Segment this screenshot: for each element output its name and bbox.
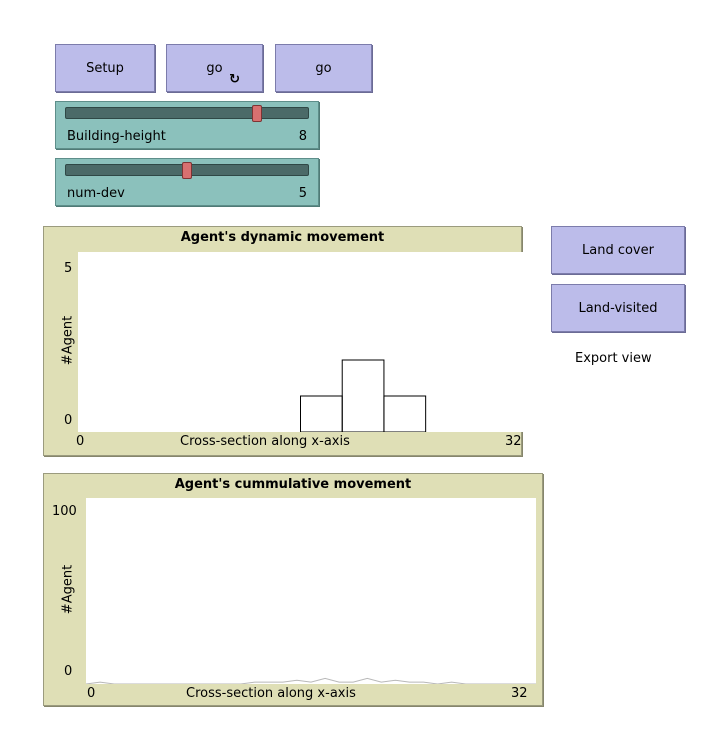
- land-cover-button[interactable]: Land cover: [551, 226, 685, 274]
- x-tick-min: 0: [87, 686, 96, 701]
- forever-icon: ↻: [229, 72, 240, 87]
- plot-title: Agent's cummulative movement: [174, 477, 412, 492]
- slider-value: 5: [298, 186, 307, 201]
- y-tick-max: 100: [52, 504, 77, 519]
- num-dev-slider[interactable]: num-dev 5: [55, 158, 319, 206]
- y-axis-label: #Agent: [60, 315, 76, 366]
- slider-thumb[interactable]: [252, 105, 263, 122]
- x-axis-label: Cross-section along x-axis: [186, 686, 356, 701]
- plot-area: [78, 252, 523, 432]
- slider-thumb[interactable]: [182, 162, 192, 179]
- land-cover-button-label: Land cover: [582, 242, 654, 258]
- go-forever-button[interactable]: go ↻: [166, 44, 263, 92]
- x-tick-max: 32: [505, 434, 522, 449]
- plot-dynamic-movement: Agent's dynamic movement 5 0 #Agent 0 32…: [43, 226, 523, 456]
- y-tick-min: 0: [64, 413, 73, 428]
- land-visited-button-label: Land-visited: [578, 300, 658, 316]
- setup-button-label: Setup: [86, 60, 124, 76]
- building-height-slider[interactable]: Building-height 8: [55, 101, 319, 149]
- y-axis-label: #Agent: [60, 564, 76, 615]
- setup-button[interactable]: Setup: [55, 44, 155, 92]
- export-view-note: Export view: [575, 351, 652, 366]
- x-tick-min: 0: [76, 434, 85, 449]
- slider-label: Building-height: [67, 129, 166, 144]
- plot-svg: [300, 359, 427, 432]
- cumulative-line: [86, 677, 536, 684]
- slider-label: num-dev: [67, 186, 125, 201]
- x-tick-max: 32: [511, 686, 528, 701]
- y-tick-max: 5: [64, 261, 73, 276]
- plot-svg: [86, 677, 536, 684]
- y-tick-min: 0: [64, 664, 73, 679]
- plot-cumulative-movement: Agent's cummulative movement 100 0 #Agen…: [43, 473, 543, 706]
- histogram-bar-2: [383, 395, 427, 432]
- x-axis-label: Cross-section along x-axis: [180, 434, 350, 449]
- plot-area: [86, 498, 536, 684]
- go-once-button[interactable]: go: [275, 44, 372, 92]
- histogram-bar-0: [300, 395, 343, 432]
- go-forever-button-label: go: [206, 60, 223, 76]
- plot-title: Agent's dynamic movement: [180, 230, 385, 245]
- go-once-button-label: go: [315, 60, 332, 76]
- land-visited-button[interactable]: Land-visited: [551, 284, 685, 332]
- slider-value: 8: [298, 129, 307, 144]
- histogram-bar-1: [341, 359, 385, 432]
- slider-track: [65, 107, 309, 119]
